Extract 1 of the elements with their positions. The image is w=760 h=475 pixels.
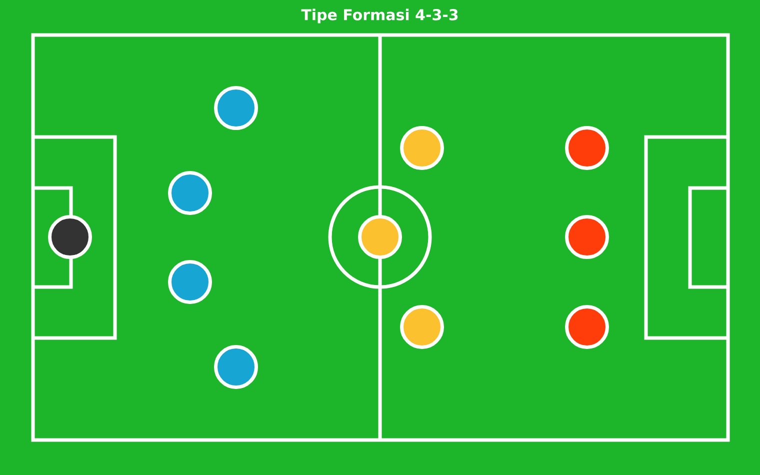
title: Tipe Formasi 4-3-3 — [301, 8, 458, 24]
